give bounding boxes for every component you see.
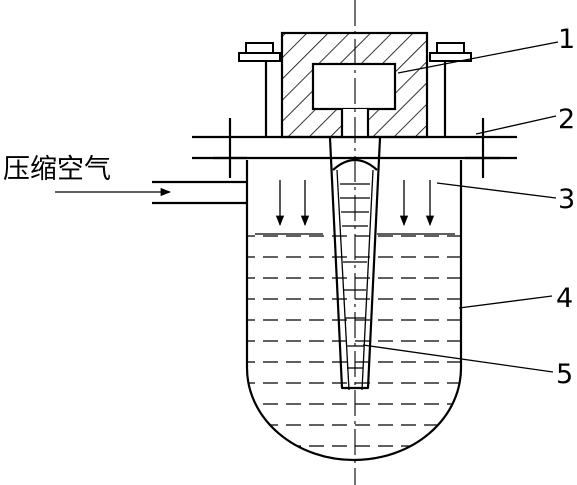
callout-1: 1 [558, 24, 575, 55]
inlet-pipe [152, 180, 247, 205]
leader-lines [362, 41, 559, 373]
callout-2: 2 [558, 104, 575, 135]
callout-5: 5 [556, 359, 573, 390]
suction-tube [328, 137, 382, 391]
callout-3: 3 [558, 184, 575, 215]
pressure-arrows [275, 180, 435, 227]
valve-cavity [311, 62, 397, 111]
left-bolt [238, 42, 281, 137]
right-bolt [429, 42, 472, 137]
callout-4: 4 [556, 283, 573, 314]
inlet-label: 压缩空气 [3, 154, 111, 185]
bowl [245, 160, 463, 462]
